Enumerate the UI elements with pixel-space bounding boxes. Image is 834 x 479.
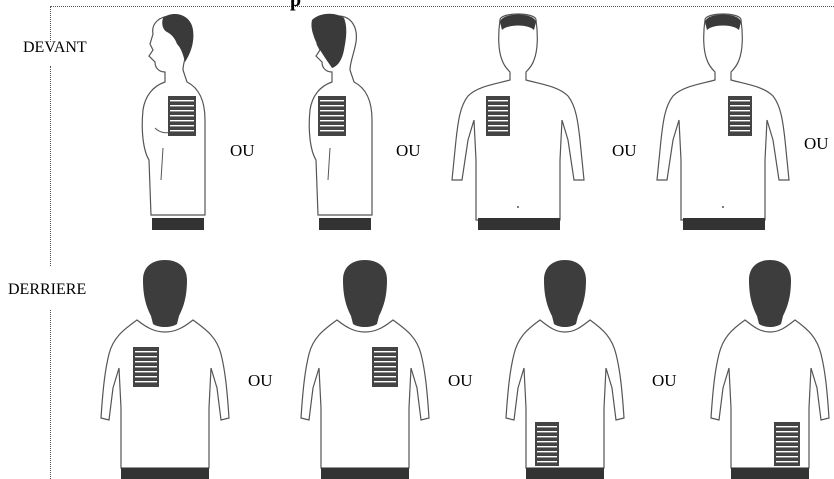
clipped-heading-glyph: p xyxy=(290,0,302,11)
back-view-figure xyxy=(300,260,430,479)
electrode-patch xyxy=(535,422,559,466)
or-separator: OU xyxy=(652,371,677,390)
electrode-patch xyxy=(168,96,196,136)
front-view-figure xyxy=(451,13,585,230)
frame-left-border xyxy=(50,66,51,266)
electrode-patch xyxy=(133,347,159,387)
front-row-label: DEVANT xyxy=(23,39,87,56)
frame-left-border xyxy=(50,6,51,42)
front-view-figure xyxy=(656,13,790,230)
or-separator: OU xyxy=(804,134,829,153)
electrode-patch xyxy=(372,347,398,387)
electrode-patch xyxy=(728,96,752,136)
electrode-patch xyxy=(318,96,346,136)
frame-left-border xyxy=(50,310,51,479)
back-row-label: DERRIERE xyxy=(8,281,87,298)
or-separator: OU xyxy=(248,371,273,390)
frame-top-border xyxy=(50,6,834,7)
electrode-patch xyxy=(486,96,510,136)
or-separator: OU xyxy=(396,141,421,160)
or-separator: OU xyxy=(230,141,255,160)
back-view-figure xyxy=(100,260,230,479)
or-separator: OU xyxy=(612,141,637,160)
back-view-figure xyxy=(505,260,625,479)
back-view-figure xyxy=(710,260,830,479)
or-separator: OU xyxy=(448,371,473,390)
electrode-patch xyxy=(774,422,800,466)
